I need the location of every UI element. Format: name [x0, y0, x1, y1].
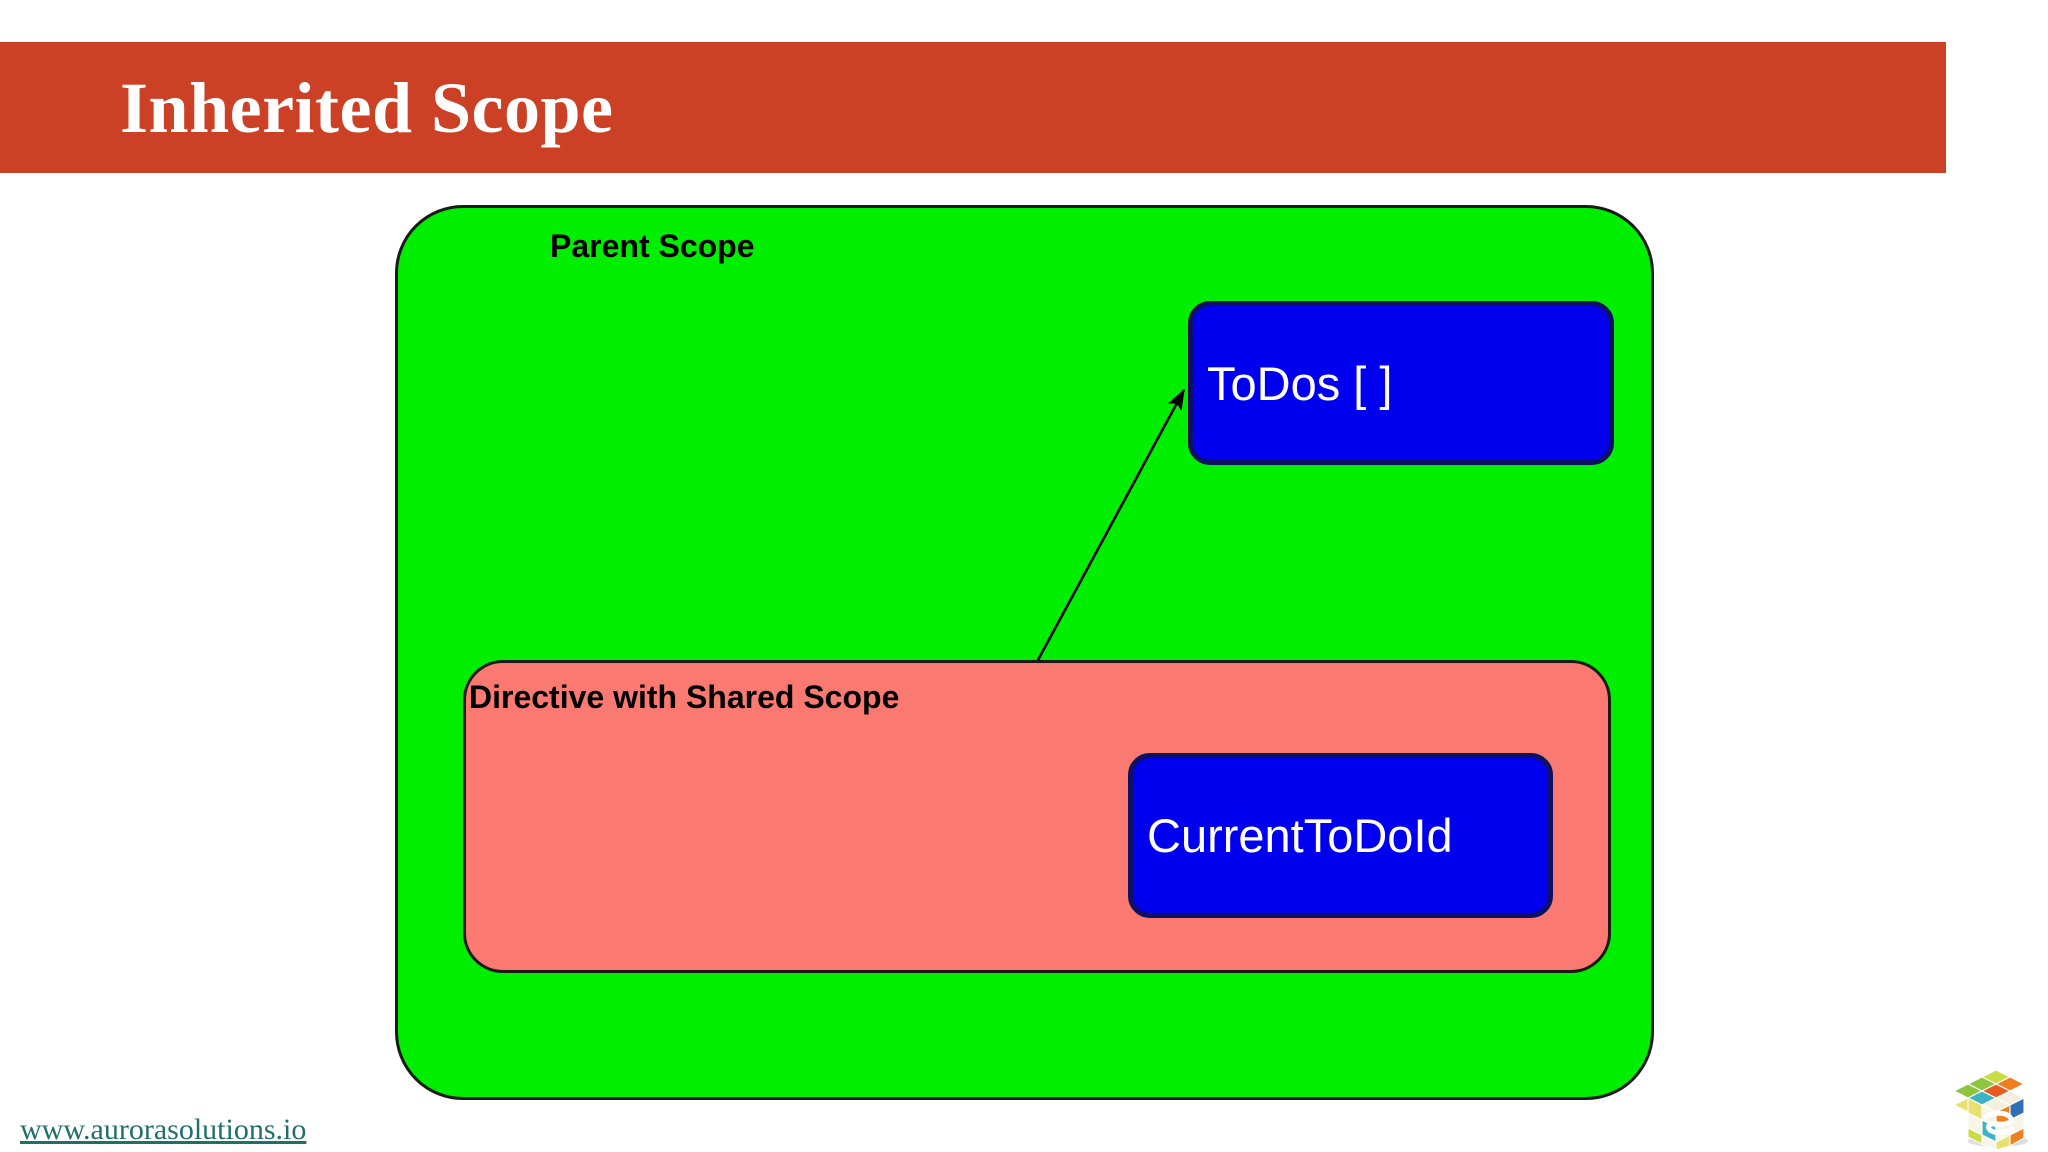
page-title: Inherited Scope: [120, 67, 614, 148]
title-banner: Inherited Scope: [0, 42, 1946, 173]
footer-website-link[interactable]: www.aurorasolutions.io: [20, 1113, 307, 1146]
current-todo-id-value-label: CurrentToDoId: [1147, 809, 1453, 862]
todos-value-label: ToDos [ ]: [1207, 356, 1393, 410]
parent-scope-label: Parent Scope: [550, 228, 755, 264]
aurora-solutions-cube-logo: [1952, 1069, 2028, 1150]
current-todo-id-value-box[interactable]: CurrentToDoId: [1128, 753, 1553, 918]
parent-scope-box[interactable]: Parent Scope ToDos [ ] Directive with Sh…: [395, 205, 1654, 1100]
todos-value-box[interactable]: ToDos [ ]: [1188, 301, 1614, 465]
directive-scope-label: Directive with Shared Scope: [469, 679, 900, 715]
directive-shared-scope-box[interactable]: Directive with Shared Scope CurrentToDoI…: [463, 660, 1611, 973]
